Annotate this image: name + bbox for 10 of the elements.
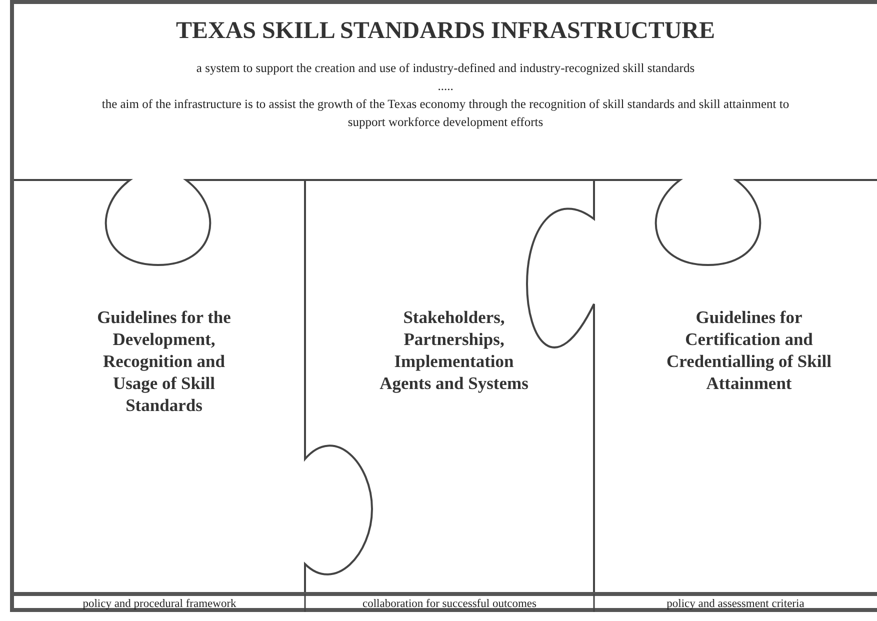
footer-label: policy and procedural framework <box>82 597 238 611</box>
piece-label: Guidelines for the Development, Recognition and Usage of Skill Standards <box>96 306 232 416</box>
piece-label: Guidelines for Certification and Credentialling of Skill Attainment <box>666 306 832 394</box>
footer-label: policy and assessment criteria <box>666 597 806 611</box>
piece-label: Stakeholders, Partnerships, Implementation Agents and Systems <box>378 306 530 394</box>
footer-label: collaboration for successful outcomes <box>361 597 538 611</box>
title: TEXAS SKILL STANDARDS INFRASTRUCTURE <box>176 18 715 45</box>
subtitle-text: the aim of the infrastructure is to assist the growth of the Texas economy through the recognition of skill standards and skill attainment to support workforce development efforts <box>100 96 790 131</box>
subtitle-text: ..... <box>438 78 454 95</box>
subtitle-text: a system to support the creation and use of industry-defined and industry-recognized skill standards <box>196 60 695 77</box>
